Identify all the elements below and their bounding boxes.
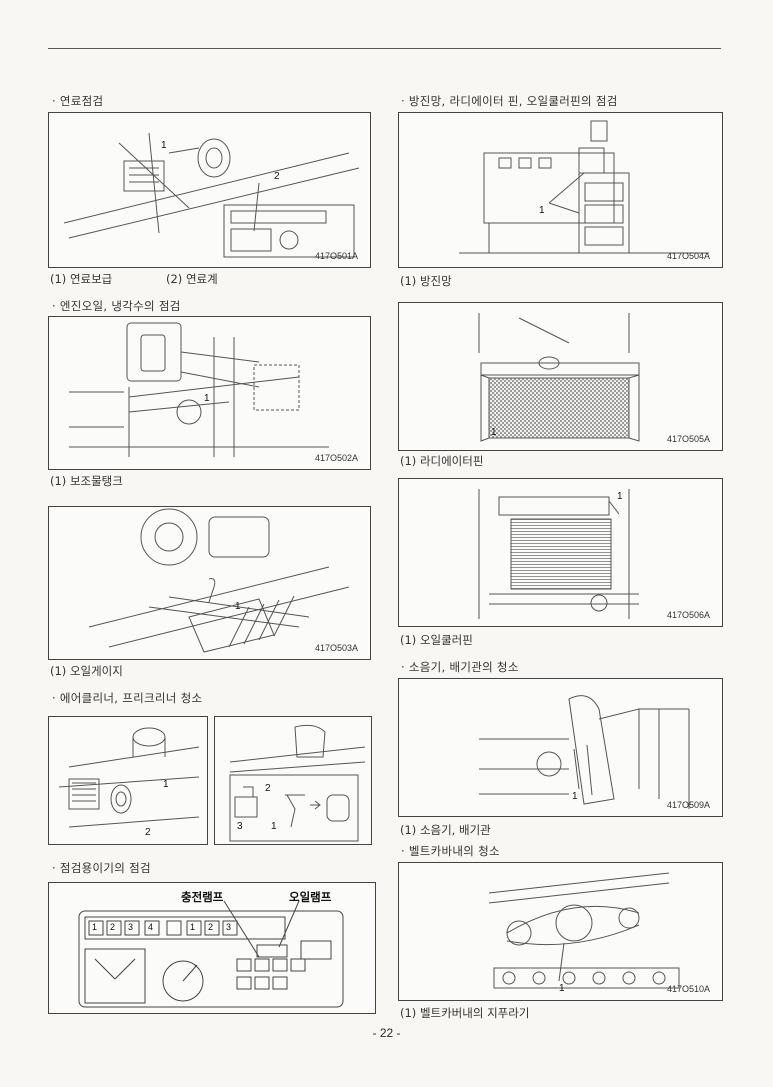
oil-gauge-callout-1: 1 [235,601,241,612]
panel-digit-1: 1 [92,922,98,932]
air-cleaner-heading: · 에어클리너, 프리크리너 청소 [52,691,203,705]
muffler-heading: · 소음기, 배기관의 청소 [401,660,519,674]
radiator-caption: (1) 라디에이터핀 [400,454,484,468]
instrument-heading: · 점검용이기의 점검 [52,861,151,875]
coolant-figure-code: 417O502A [314,453,358,463]
fuel-figure-code: 417O501A [314,251,358,261]
fuel-caption-1: (1) 연료보급 [50,272,113,286]
fuel-callout-2: 2 [274,171,280,182]
oil-cooler-caption: (1) 오일쿨러핀 [400,633,473,647]
panel-digit-6: 2 [208,922,214,932]
oil-gauge-caption: (1) 오일게이지 [50,664,123,678]
charge-lamp-label: 충전램프 [181,890,224,904]
air-left-callout-1: 1 [163,779,169,790]
dust-screen-heading: · 방진망, 라디에이터 핀, 오일쿨러핀의 점검 [401,94,618,108]
radiator-callout-1: 1 [491,427,497,438]
belt-cover-callout-1: 1 [559,983,565,994]
oil-cooler-illustration [478,489,639,619]
coolant-caption: (1) 보조물탱크 [50,474,123,488]
oil-gauge-figure-code: 417O503A [314,643,358,653]
panel-digit-2: 2 [110,922,116,932]
instrument-panel-illustration [78,900,344,1008]
coolant-callout-1: 1 [204,393,210,404]
muffler-illustration [479,695,690,809]
oil-cooler-figure: 1 417O506A [398,478,723,627]
oil-gauge-illustration [88,508,350,653]
radiator-figure-code: 417O505A [666,434,710,444]
coolant-heading: · 엔진오일, 냉각수의 점검 [52,299,181,313]
air-cleaner-figure-right: 2 3 1 [214,716,372,845]
fuel-heading: · 연료점검 [52,94,104,108]
air-right-callout-3: 3 [237,821,243,832]
air-cleaner-figure-left: 1 2 [48,716,208,845]
radiator-figure: 1 417O505A [398,302,723,451]
fuel-callout-1: 1 [161,140,167,151]
fuel-caption-2: (2) 연료계 [166,272,218,286]
belt-cover-illustration [488,872,680,989]
muffler-figure-code: 417O509A [666,800,710,810]
muffler-figure: 1 417O509A [398,678,723,817]
radiator-illustration [478,313,640,442]
panel-digit-3: 3 [128,922,134,932]
oil-cooler-figure-code: 417O506A [666,610,710,620]
oil-cooler-callout-1: 1 [617,491,623,502]
belt-cover-heading: · 벨트카바내의 청소 [401,844,500,858]
belt-cover-figure-code: 417O510A [666,984,710,994]
air-right-callout-2: 2 [265,783,271,794]
panel-digit-4: 4 [148,922,154,932]
dust-screen-figure: 1 417O504A [398,112,723,268]
coolant-figure: 1 417O502A [48,316,371,470]
air-right-callout-1: 1 [271,821,277,832]
muffler-callout-1: 1 [572,791,578,802]
dust-screen-illustration [459,120,709,254]
header-rule [48,48,721,49]
fuel-illustration [63,132,360,258]
belt-cover-figure: 1 417O510A [398,862,723,1001]
panel-digit-5: 1 [190,922,196,932]
air-cleaner-right-illustration [229,724,366,842]
dust-screen-caption: (1) 방진망 [400,274,452,288]
air-left-callout-2: 2 [145,827,151,838]
dust-screen-callout-1: 1 [539,205,545,216]
fuel-figure: 1 2 417O501A [48,112,371,268]
oil-lamp-label: 오일램프 [289,890,332,904]
page-number: - 22 - [372,1026,401,1040]
instrument-figure: 충전램프 오일램프 1 2 3 4 1 2 3 [48,882,376,1014]
air-cleaner-left-illustration [58,727,200,828]
belt-cover-caption: (1) 벨트카버내의 지푸라기 [400,1006,530,1020]
panel-digit-7: 3 [226,922,232,932]
oil-gauge-figure: 1 417O503A [48,506,371,660]
dust-screen-figure-code: 417O504A [666,251,710,261]
coolant-illustration [69,322,329,457]
muffler-caption: (1) 소음기, 배기관 [400,823,491,837]
